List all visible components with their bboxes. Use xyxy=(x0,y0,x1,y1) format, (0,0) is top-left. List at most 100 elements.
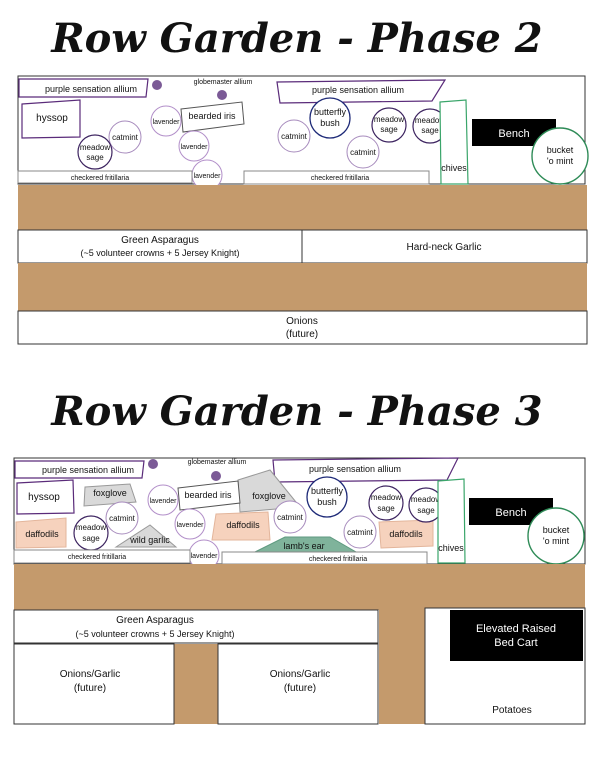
phase3-catmint-plant xyxy=(105,501,139,535)
phase3-elevated-raised-bed-cart xyxy=(450,610,583,661)
phase3-daffodils-label: daffodils xyxy=(25,529,59,539)
phase2-catmint-label: catmint xyxy=(350,148,377,157)
phase2-butterfly-bush-plant xyxy=(309,97,351,139)
phase3-hyssop-label: hyssop xyxy=(28,492,60,503)
phase3-globemaster-label: globemaster allium xyxy=(188,459,247,466)
phase3-onions-garlic-left-label-line2: (future) xyxy=(74,683,106,694)
phase3-onions-garlic-left-bed xyxy=(13,643,175,725)
phase2-onions-label-line1: Onions xyxy=(286,316,318,327)
phase3-onions-garlic-right-label-line2: (future) xyxy=(284,683,316,694)
phase3-bench-label: Bench xyxy=(495,507,526,519)
phase3-lavender-plant xyxy=(174,508,206,540)
phase3-daffodils-label: daffodils xyxy=(226,520,260,530)
phase2-meadow-sage-label-line2: sage xyxy=(380,125,398,134)
phase3-asparagus-label-line2: (~5 volunteer crowns + 5 Jersey Knight) xyxy=(75,629,234,639)
phase2-purple-sensation-allium-right-label: purple sensation allium xyxy=(312,85,404,95)
phase3-daffodils-area xyxy=(211,511,271,541)
phase2-path-upper xyxy=(18,185,587,231)
phase2-hyssop-label: hyssop xyxy=(36,113,68,124)
phase3-meadow-sage-label-line1: meadow xyxy=(371,493,401,502)
phase3-meadow-sage-label-line1: meadow xyxy=(411,495,441,504)
phase3-catmint-label: catmint xyxy=(277,513,304,522)
phase3-bucket-label-line2: 'o mint xyxy=(543,536,570,546)
phase2-meadow-sage-plant xyxy=(77,134,113,170)
phase2-meadow-sage-label-line1: meadow xyxy=(415,116,445,125)
phase2-meadow-sage-label-line2: sage xyxy=(86,153,104,162)
phase2-butterfly-bush-label-line2: bush xyxy=(320,118,340,128)
phase3-wild-garlic-area xyxy=(114,524,178,548)
phase3-purple-sensation-allium-right-label: purple sensation allium xyxy=(309,464,401,474)
phase3-purple-sensation-allium-left-label: purple sensation allium xyxy=(42,465,134,475)
phase3-onions-garlic-right-label-line1: Onions/Garlic xyxy=(270,669,331,680)
phase2-meadow-sage-plant xyxy=(371,107,407,143)
phase3-meadow-sage-plant xyxy=(73,515,109,551)
phase2-purple-sensation-allium-left-label: purple sensation allium xyxy=(45,84,137,94)
phase3-catmint-label: catmint xyxy=(109,514,136,523)
phase2-checkered-fritillaria-right-area xyxy=(243,170,430,185)
phase2-onions-label-line2: (future) xyxy=(286,329,318,340)
phase3-bearded-iris-label: bearded iris xyxy=(184,490,232,500)
phase2-butterfly-bush-label-line1: butterfly xyxy=(314,107,347,117)
phase3-butterfly-bush-label-line2: bush xyxy=(317,497,337,507)
phase3-foxglove-area xyxy=(83,483,137,507)
phase3-title: Row Garden - Phase 3 xyxy=(50,388,542,435)
phase3-catmint-label: catmint xyxy=(347,528,374,537)
phase3-catmint-plant xyxy=(273,500,307,534)
phase3-meadow-sage-plant xyxy=(368,485,404,521)
phase2-catmint-plant xyxy=(277,119,311,153)
phase3-lavender-label: lavender xyxy=(191,553,219,560)
phase3-raised-bed-label-line1: Elevated Raised xyxy=(476,623,556,635)
phase3-asparagus-label-line1: Green Asparagus xyxy=(116,615,194,626)
phase2-garlic-label: Hard-neck Garlic xyxy=(406,242,481,253)
phase2-lavender-label: lavender xyxy=(194,173,222,180)
phase3-checkered-fritillaria-left-area xyxy=(13,549,191,564)
phase3-lavender-label: lavender xyxy=(177,522,205,529)
phase3-purple-sensation-allium-left-area xyxy=(14,460,145,479)
phase2-asparagus-label-line2: (~5 volunteer crowns + 5 Jersey Knight) xyxy=(80,248,239,258)
phase3-chives-area xyxy=(437,478,466,564)
phase3-path-upper xyxy=(14,564,585,610)
phase3-daffodils-label: daffodils xyxy=(389,529,423,539)
phase2-garlic-bed xyxy=(301,229,588,264)
phase2-purple-sensation-allium-left-area xyxy=(18,78,149,98)
phase2-catmint-plant xyxy=(346,135,380,169)
phase2-lavender-label: lavender xyxy=(153,119,181,126)
phase2-purple-sensation-allium-right-area xyxy=(276,79,447,104)
phase3-hyssop-area xyxy=(16,479,75,515)
phase3-checkered-fritillaria-right-label: checkered fritillaria xyxy=(309,556,367,563)
phase2-bench-label: Bench xyxy=(498,128,529,140)
phase2-catmint-label: catmint xyxy=(112,133,139,142)
phase3-globemaster-dot xyxy=(211,471,221,481)
phase2-asparagus-bed xyxy=(17,229,303,264)
phase3-path-vertical-right xyxy=(379,608,425,724)
phase2-onions-bed xyxy=(17,310,588,345)
phase3-chives-label: chives xyxy=(438,543,464,553)
phase3-raised-bed-label-line2: Bed Cart xyxy=(494,637,537,649)
phase3-onions-garlic-right-bed xyxy=(217,643,379,725)
phase2-catmint-label: catmint xyxy=(281,132,308,141)
phase2-title: Row Garden - Phase 2 xyxy=(50,15,542,62)
phase3-foxglove-label: foxglove xyxy=(252,491,286,501)
phase2-hyssop-area xyxy=(21,99,81,139)
phase2-globemaster-label: globemaster allium xyxy=(194,79,253,86)
phase2-bearded-iris-area xyxy=(180,101,245,133)
phase3-checkered-fritillaria-left-label: checkered fritillaria xyxy=(68,554,126,561)
phase2-meadow-sage-label-line1: meadow xyxy=(374,115,404,124)
phase2-lavender-label: lavender xyxy=(181,144,209,151)
phase3-butterfly-bush-plant xyxy=(306,476,348,518)
phase3-meadow-sage-label-line2: sage xyxy=(82,534,100,543)
phase3-bearded-iris-area xyxy=(177,480,241,511)
phase3-catmint-plant xyxy=(343,515,377,549)
phase3-lavender-label: lavender xyxy=(150,498,178,505)
phase3-potatoes-label: Potatoes xyxy=(492,705,531,716)
phase2-path-lower xyxy=(18,263,587,311)
phase2-globemaster-dot xyxy=(152,80,162,90)
phase3-asparagus-bed xyxy=(13,609,379,644)
phase2-catmint-plant xyxy=(108,120,142,154)
phase3-butterfly-bush-label-line1: butterfly xyxy=(311,486,344,496)
phase2-checkered-fritillaria-left-area xyxy=(17,170,193,184)
phase3-lambs-ear-label: lamb's ear xyxy=(283,541,324,551)
phase2-meadow-sage-label-line2: sage xyxy=(421,126,439,135)
phase3-daffodils-area xyxy=(15,517,67,549)
